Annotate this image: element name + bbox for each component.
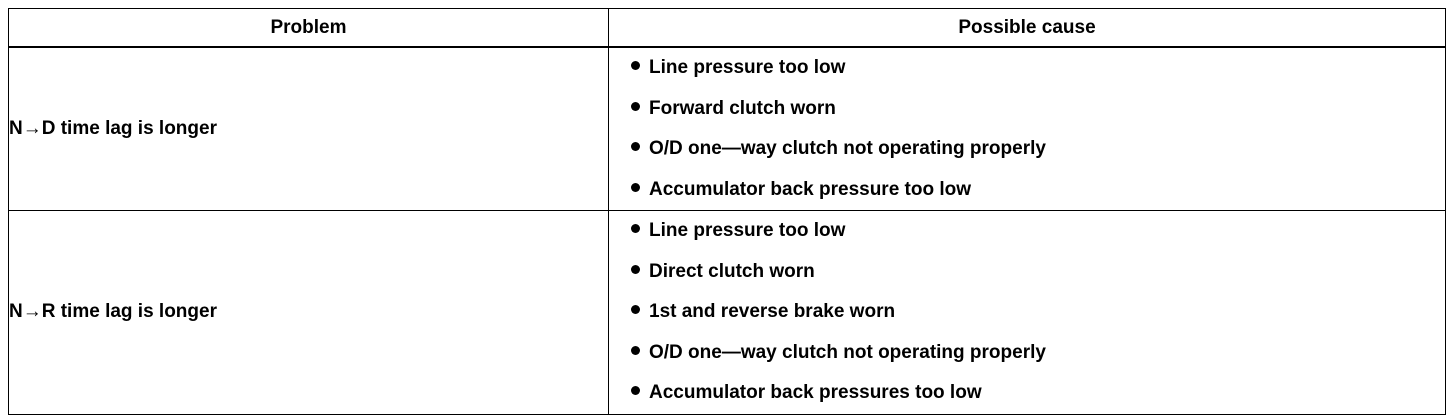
header-possible-cause: Possible cause — [608, 8, 1446, 48]
cause-text: Line pressure too low — [649, 220, 846, 241]
cause-text: 1st and reverse brake worn — [649, 301, 896, 322]
diagnosis-table: Problem Possible cause N→D time lag is l… — [8, 8, 1446, 415]
bullet-icon — [631, 182, 640, 192]
header-row: Problem Possible cause — [8, 8, 1446, 48]
cause-text: Accumulator back pressure too low — [649, 178, 972, 200]
bullet-icon — [631, 386, 640, 396]
cause-list: Line pressure too low Forward clutch wor… — [609, 48, 1445, 210]
cause-text: Accumulator back pressures too low — [649, 382, 982, 403]
cause-text: Line pressure too low — [649, 57, 846, 78]
bullet-icon — [631, 224, 640, 234]
list-item: Line pressure too low — [609, 211, 1445, 252]
bullet-icon — [631, 264, 640, 274]
causes-cell: Line pressure too low Direct clutch worn… — [608, 210, 1446, 415]
list-item: Forward clutch worn — [609, 89, 1445, 130]
bullet-icon — [631, 142, 640, 152]
list-item: O/D one—way clutch not operating properl… — [609, 129, 1445, 170]
bullet-icon — [631, 345, 640, 355]
cause-list: Line pressure too low Direct clutch worn… — [609, 211, 1445, 414]
cause-text: O/D one—way clutch not operating properl… — [649, 341, 1046, 363]
cause-text: Direct clutch worn — [649, 260, 815, 282]
list-item: Accumulator back pressure too low — [609, 170, 1445, 211]
problem-cell: N→R time lag is longer — [8, 210, 609, 415]
header-problem: Problem — [8, 8, 609, 48]
bullet-icon — [631, 101, 640, 111]
cause-text: Forward clutch worn — [649, 97, 836, 119]
bullet-icon — [631, 305, 640, 315]
table-row: N→D time lag is longer Line pressure too… — [8, 46, 1446, 211]
list-item: O/D one—way clutch not operating properl… — [609, 333, 1445, 374]
bullet-icon — [631, 61, 640, 71]
causes-cell: Line pressure too low Forward clutch wor… — [608, 46, 1446, 211]
cause-text: O/D one—way clutch not operating properl… — [649, 138, 1046, 159]
list-item: Accumulator back pressures too low — [609, 373, 1445, 414]
list-item: Line pressure too low — [609, 48, 1445, 89]
list-item: Direct clutch worn — [609, 252, 1445, 293]
problem-cell: N→D time lag is longer — [8, 46, 609, 211]
table-row: N→R time lag is longer Line pressure too… — [8, 210, 1446, 415]
list-item: 1st and reverse brake worn — [609, 292, 1445, 333]
